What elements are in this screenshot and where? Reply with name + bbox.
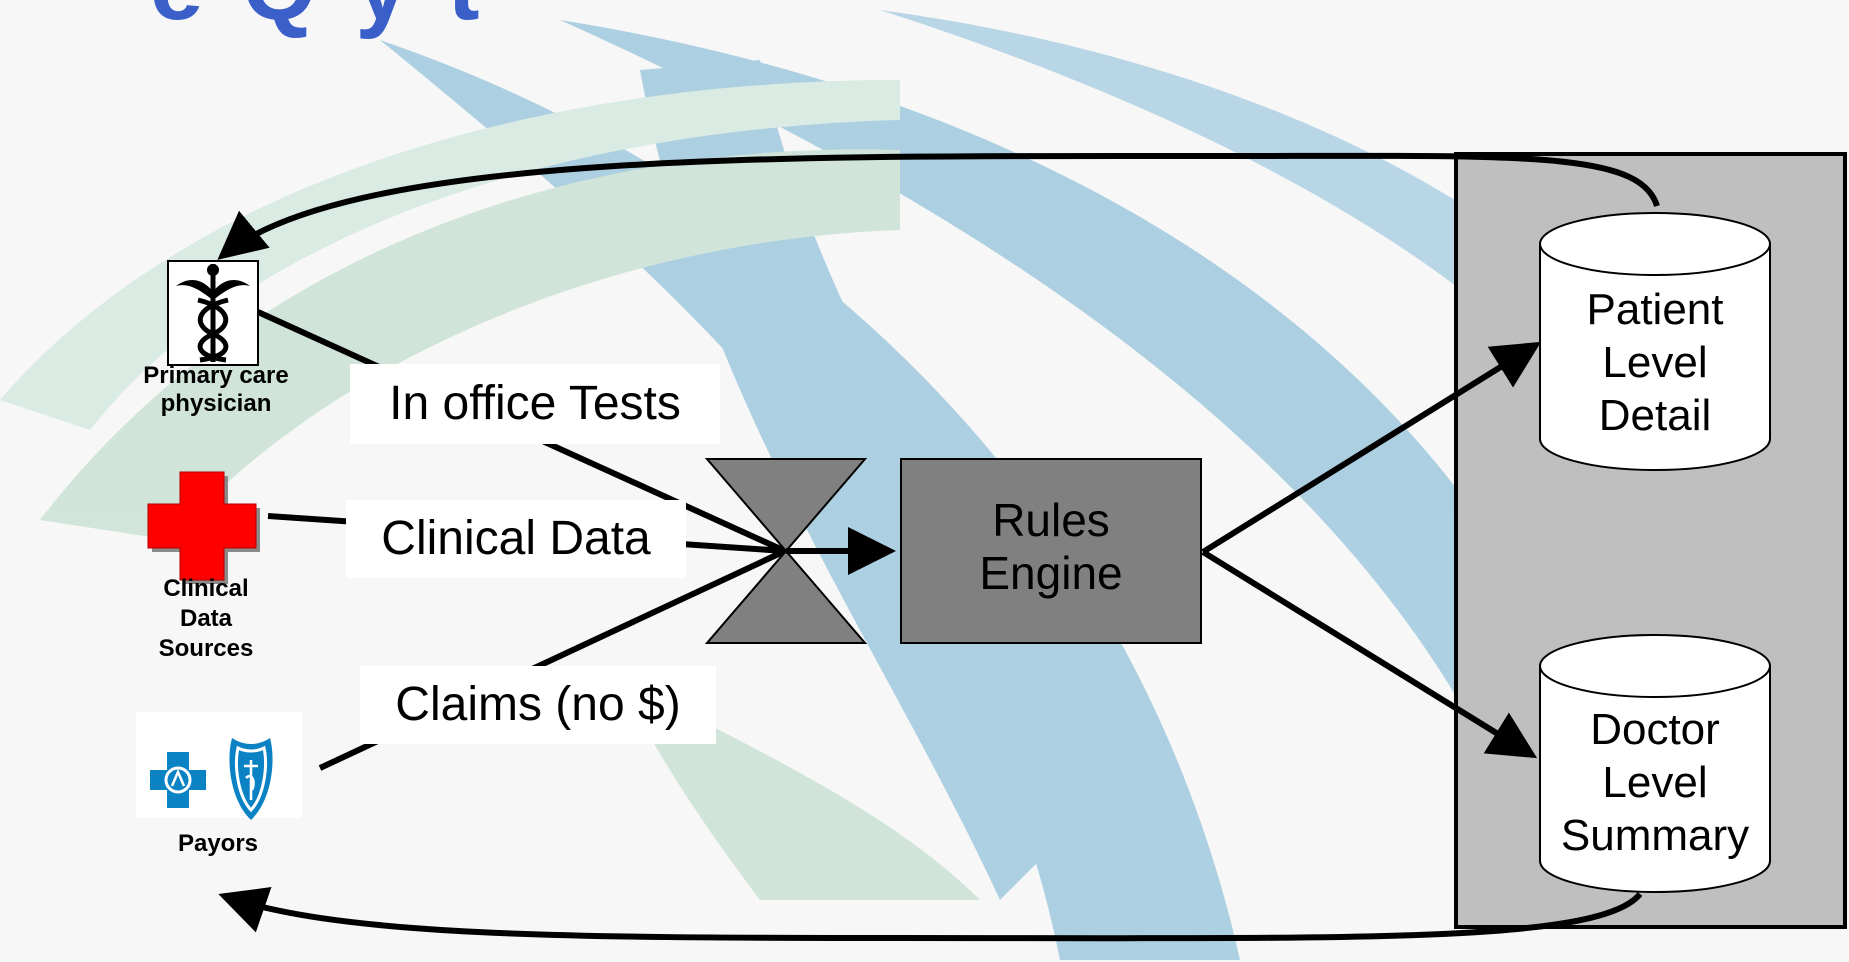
caduceus-icon xyxy=(167,260,259,366)
rules-engine-label: Rules Engine xyxy=(979,494,1123,599)
doctor-level-summary-cylinder xyxy=(1539,634,1771,893)
blue-shield-icon xyxy=(229,738,273,820)
clinical-sources-label: Clinical Data Sources xyxy=(158,575,254,662)
page-title-fragment: e Q y t xyxy=(150,0,485,42)
payors-logo xyxy=(136,712,302,820)
patient-level-detail-label: Patient Level Detail xyxy=(1586,285,1724,440)
claims-label: Claims (no $) xyxy=(360,666,716,744)
rules-engine-box xyxy=(900,458,1202,644)
engine-to-doctor-arrow xyxy=(1201,549,1538,759)
physician-label: Primary care physician xyxy=(143,362,289,417)
payors-label: Payors xyxy=(177,830,259,857)
doctor-level-summary-label: Doctor Level Summary xyxy=(1560,705,1750,860)
clinical-data-label: Clinical Data xyxy=(346,500,686,578)
feedback-arrow-to-physician xyxy=(217,152,1660,260)
office-tests-label: In office Tests xyxy=(350,364,720,444)
patient-level-detail-cylinder xyxy=(1539,212,1771,471)
engine-to-patient-arrow xyxy=(1201,341,1542,555)
red-cross-icon xyxy=(147,471,260,584)
feedback-arrow-to-payors xyxy=(218,886,1643,942)
blue-cross-icon xyxy=(150,752,206,808)
